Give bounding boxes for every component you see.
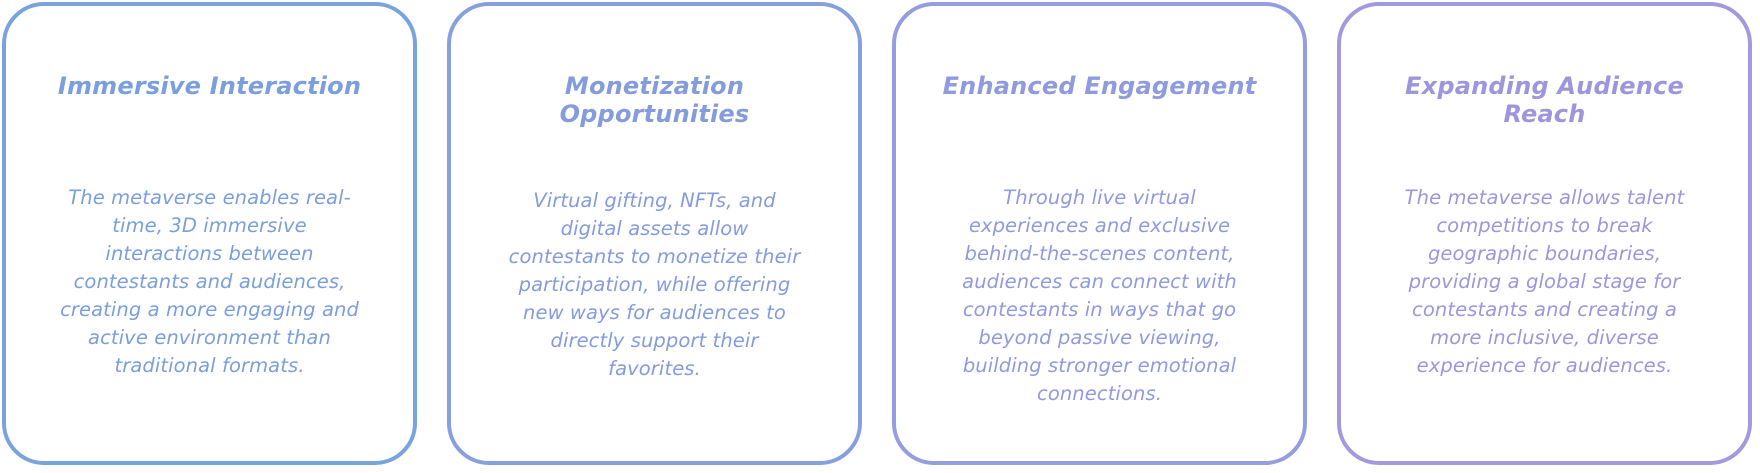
card-description: Virtual gifting, NFTs, and digital asset…	[508, 189, 801, 380]
card-description: The metaverse allows talent competitions…	[1404, 186, 1685, 377]
card-monetization-opportunities: Monetization Opportunities Virtual gifti…	[447, 2, 862, 465]
card-description: The metaverse enables real-time, 3D imme…	[60, 186, 359, 377]
card-enhanced-engagement: Enhanced Engagement Through live virtual…	[892, 2, 1307, 465]
card-expanding-audience-reach: Expanding Audience Reach The metaverse a…	[1337, 2, 1752, 465]
card-title: Monetization Opportunities	[559, 72, 750, 128]
card-description: Through live virtual experiences and exc…	[962, 186, 1237, 405]
card-title: Immersive Interaction	[57, 72, 362, 100]
card-immersive-interaction: Immersive Interaction The metaverse enab…	[2, 2, 417, 465]
card-title: Expanding Audience Reach	[1405, 72, 1684, 128]
card-title: Enhanced Engagement	[942, 72, 1257, 100]
